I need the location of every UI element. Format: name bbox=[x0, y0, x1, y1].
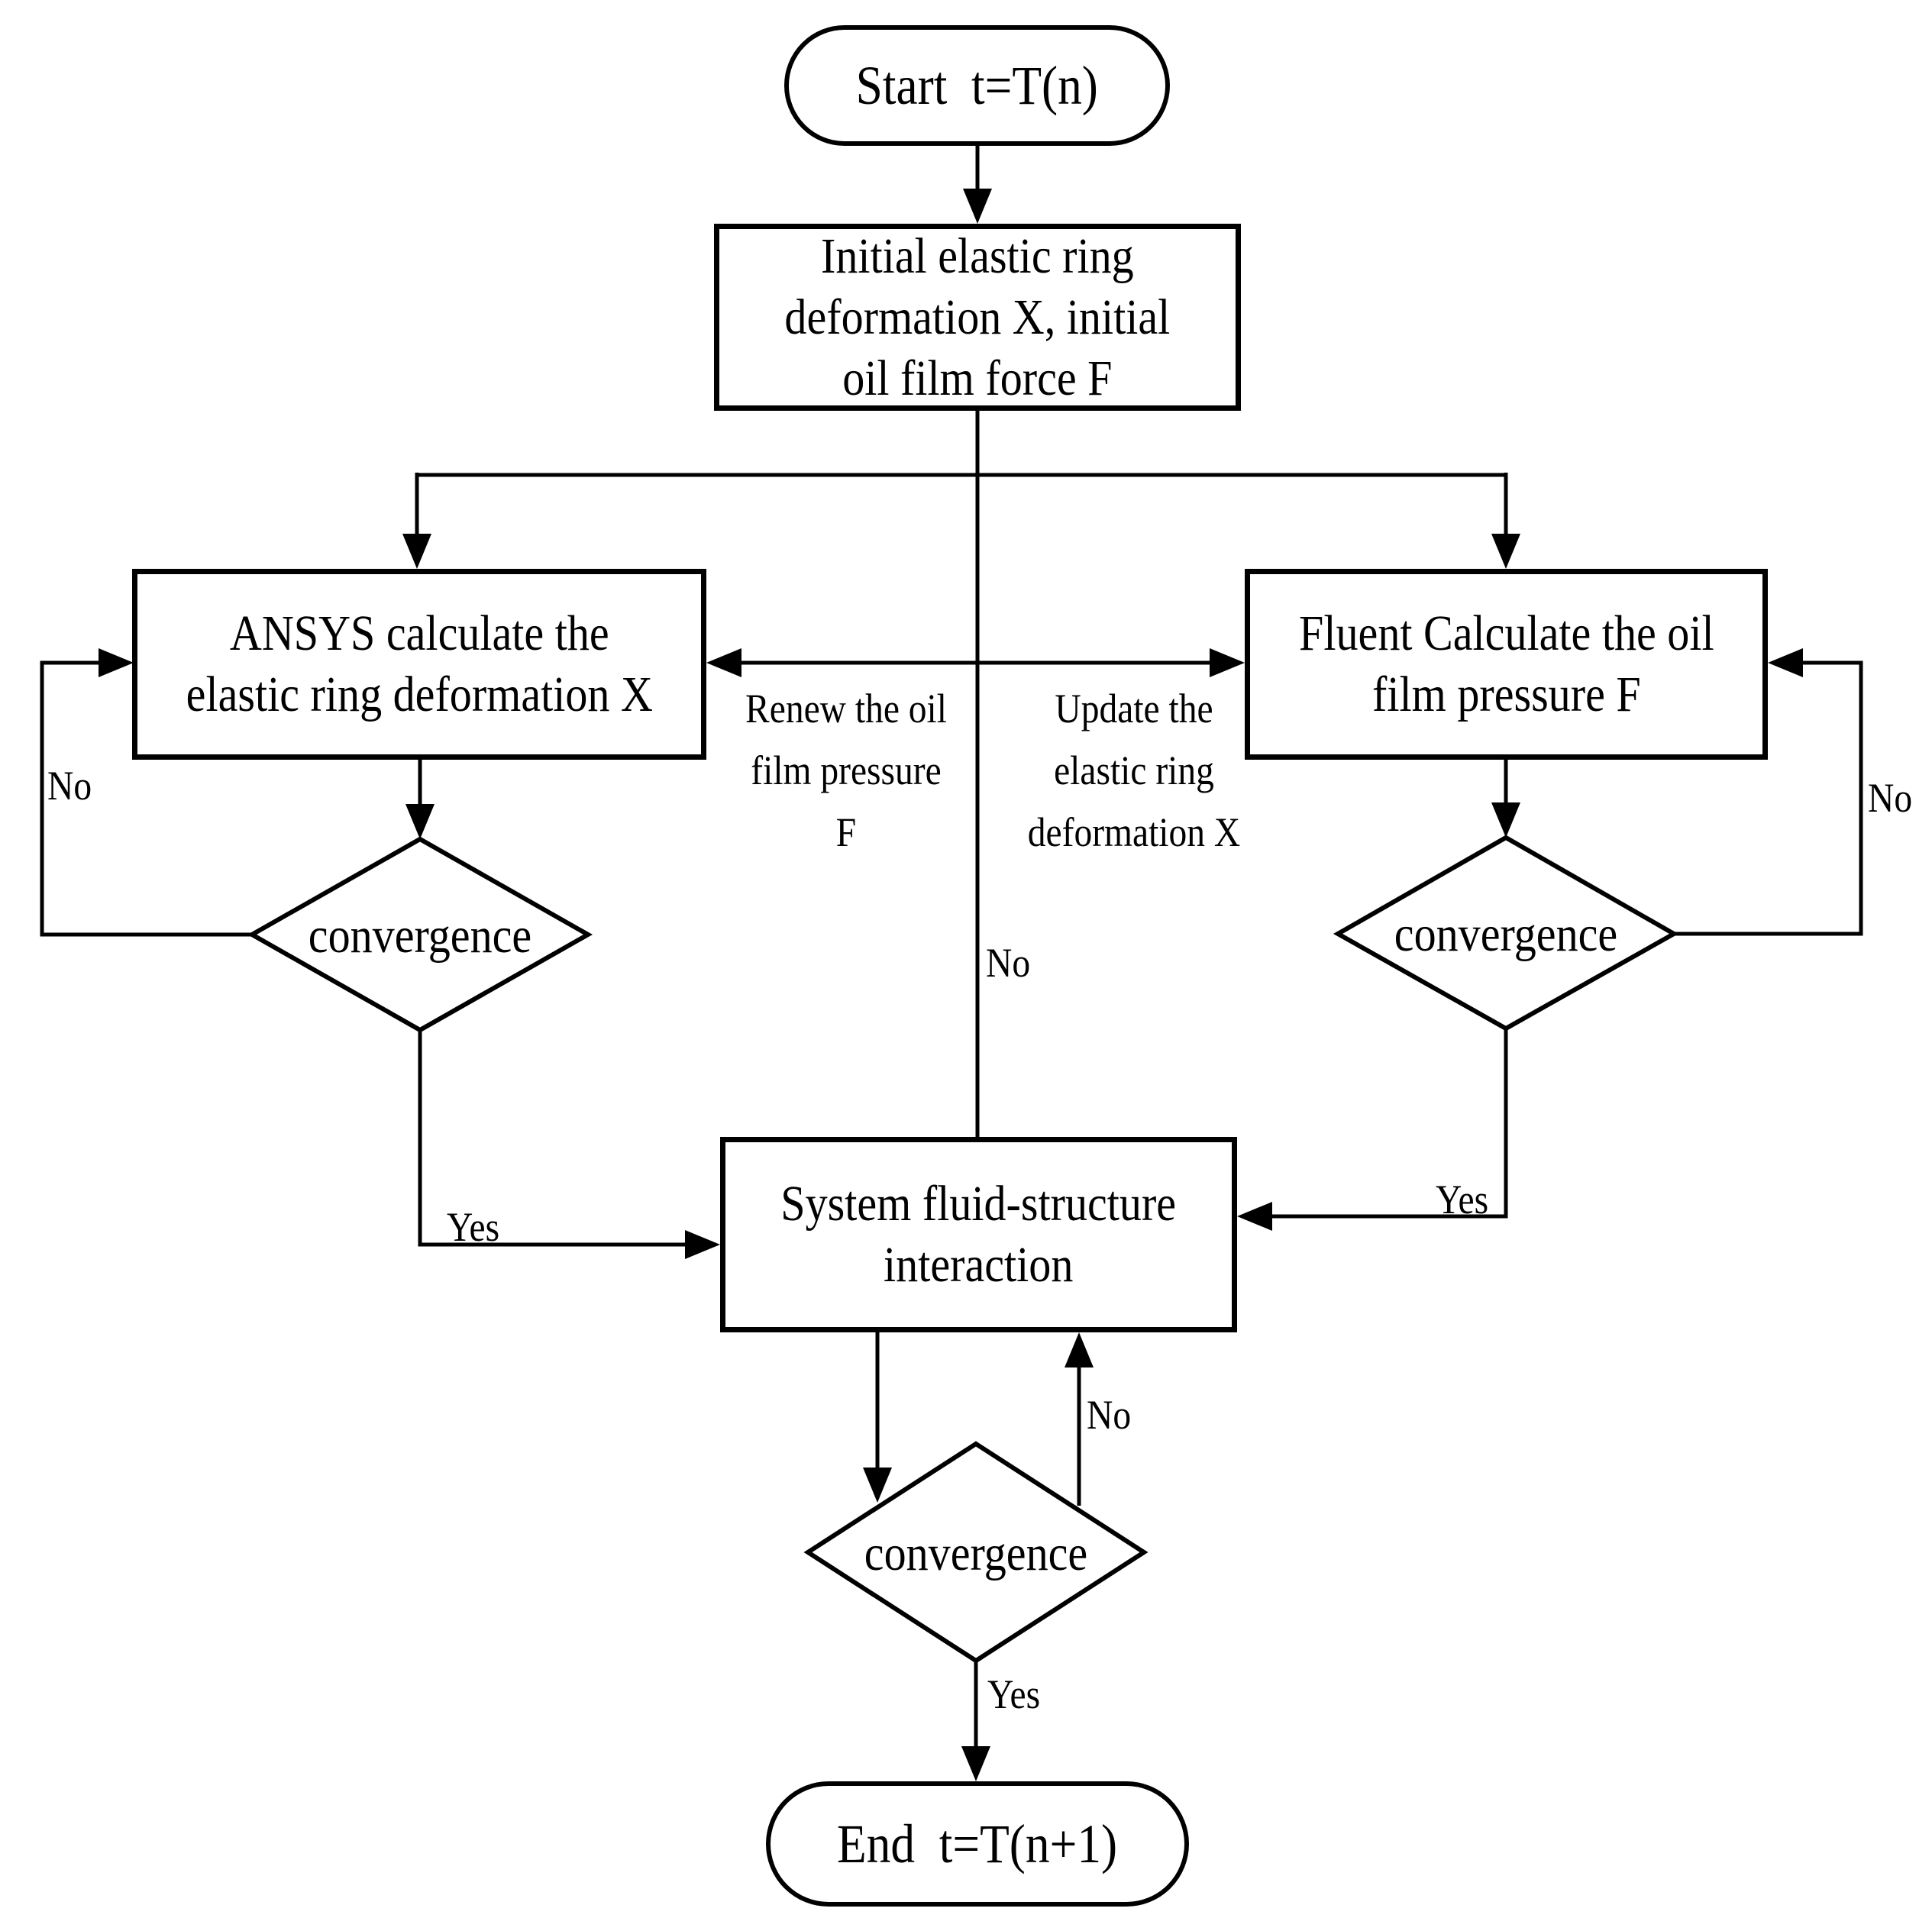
text-line: interaction bbox=[884, 1237, 1074, 1293]
text-line: oil film force F bbox=[842, 350, 1113, 406]
edges bbox=[40, 146, 1863, 1749]
no-label-left: No bbox=[47, 763, 92, 809]
arrowhead-into-convergence-right bbox=[1491, 802, 1520, 838]
text-line: System fluid-structure bbox=[780, 1176, 1177, 1232]
convergence-diamond-bottom bbox=[803, 1441, 1149, 1664]
arrowhead-exchange-right bbox=[1210, 648, 1245, 677]
initial-box: Initial elastic ring deformation X, init… bbox=[714, 224, 1241, 411]
yes-label-right: Yes bbox=[1436, 1177, 1489, 1222]
yes-label-bottom: Yes bbox=[987, 1671, 1041, 1717]
end-node: End t=T(n+1) bbox=[766, 1781, 1189, 1907]
renew-oil-film-pressure-label: Renew the oil film pressure F bbox=[729, 678, 964, 864]
arrowheads bbox=[99, 189, 1803, 1781]
initial-box-text: Initial elastic ring deformation X, init… bbox=[785, 226, 1171, 409]
arrowhead-into-initial bbox=[963, 189, 992, 224]
no-label-bottom: No bbox=[1087, 1392, 1132, 1438]
text-line: deformation X bbox=[1027, 809, 1241, 855]
edge-yes-right bbox=[1271, 1028, 1508, 1219]
start-node-text: Start t=T(n) bbox=[856, 55, 1098, 116]
text-line: F bbox=[835, 809, 857, 855]
yes-label-left: Yes bbox=[447, 1204, 500, 1250]
system-box-text: System fluid-structure interaction bbox=[781, 1174, 1177, 1296]
arrowhead-yes-into-system-left bbox=[685, 1230, 720, 1259]
fluent-box-text: Fluent Calculate the oil film pressure F bbox=[1299, 603, 1714, 725]
arrowhead-no-into-system-bottom bbox=[1065, 1332, 1094, 1367]
arrowhead-yes-into-system-right bbox=[1237, 1202, 1272, 1231]
text-line: elastic ring deformation X bbox=[186, 667, 653, 722]
arrowhead-into-end bbox=[961, 1746, 990, 1781]
start-node: Start t=T(n) bbox=[784, 25, 1170, 146]
text-line: elastic ring bbox=[1054, 748, 1214, 793]
text-line: Renew the oil bbox=[745, 686, 947, 731]
edge-yes-left bbox=[418, 1030, 688, 1247]
text-line: Fluent Calculate the oil bbox=[1298, 605, 1714, 661]
update-deformation-label: Update the elastic ring deformation X bbox=[1016, 678, 1252, 864]
convergence-diamond-left bbox=[247, 836, 593, 1033]
system-box: System fluid-structure interaction bbox=[720, 1137, 1237, 1332]
arrowhead-exchange-left bbox=[706, 648, 741, 677]
text-line: film pressure bbox=[751, 748, 942, 793]
arrowhead-into-fluent-top bbox=[1491, 534, 1520, 569]
convergence-label-left: convergence bbox=[308, 908, 532, 964]
arrowhead-noloop-into-fluent bbox=[1768, 648, 1803, 677]
no-label-right: No bbox=[1868, 775, 1913, 821]
arrowhead-noloop-into-ansys bbox=[99, 648, 134, 677]
text-line: ANSYS calculate the bbox=[229, 605, 609, 661]
convergence-label-bottom: convergence bbox=[864, 1526, 1088, 1581]
diamonds bbox=[247, 835, 1679, 1664]
convergence-diamond-right bbox=[1333, 835, 1679, 1032]
ansys-box: ANSYS calculate the elastic ring deforma… bbox=[132, 569, 706, 760]
no-label-center: No bbox=[986, 940, 1031, 986]
convergence-label-right: convergence bbox=[1394, 906, 1618, 962]
text-line: Start t=T(n) bbox=[855, 55, 1099, 116]
arrowhead-into-convergence-bottom bbox=[863, 1468, 892, 1503]
ansys-box-text: ANSYS calculate the elastic ring deforma… bbox=[186, 603, 652, 725]
arrowhead-into-convergence-left bbox=[405, 804, 435, 839]
loop-no-left bbox=[40, 660, 252, 937]
loop-no-right bbox=[1674, 660, 1863, 936]
text-line: deformation X, initial bbox=[784, 289, 1171, 345]
text-line: Initial elastic ring bbox=[821, 228, 1134, 284]
fluent-box: Fluent Calculate the oil film pressure F bbox=[1245, 569, 1768, 760]
text-line: End t=T(n+1) bbox=[837, 1813, 1118, 1874]
arrowhead-into-ansys-top bbox=[402, 534, 431, 569]
text-line: film pressure F bbox=[1371, 667, 1641, 722]
text-line: Update the bbox=[1055, 686, 1213, 731]
end-node-text: End t=T(n+1) bbox=[837, 1813, 1117, 1874]
